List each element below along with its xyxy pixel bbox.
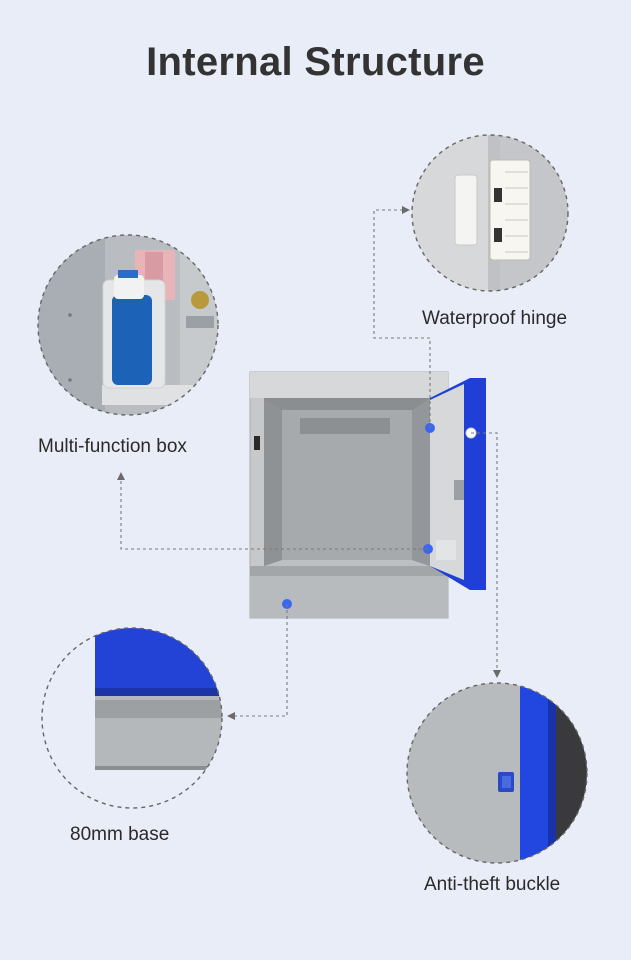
arrow-to-hinge-icon [402, 206, 410, 214]
label-multi-function-box: Multi-function box [38, 436, 187, 457]
base-detail-circle [41, 627, 223, 809]
buckle-detail-circle [406, 682, 588, 864]
arrow-to-buckle-icon [493, 670, 501, 678]
leader-lines [120, 209, 498, 717]
locker-illustration [249, 371, 486, 619]
arrow-to-base-icon [227, 712, 235, 720]
hinge-detail-circle [411, 134, 569, 292]
page-title: Internal Structure [146, 40, 485, 84]
label-waterproof-hinge: Waterproof hinge [422, 308, 568, 329]
label-anti-theft-buckle: Anti-theft buckle [424, 874, 561, 895]
box-detail-circle [37, 234, 219, 416]
label-80mm-base: 80mm base [70, 824, 170, 845]
arrow-heads [117, 206, 501, 720]
arrow-to-box-icon [117, 472, 125, 480]
